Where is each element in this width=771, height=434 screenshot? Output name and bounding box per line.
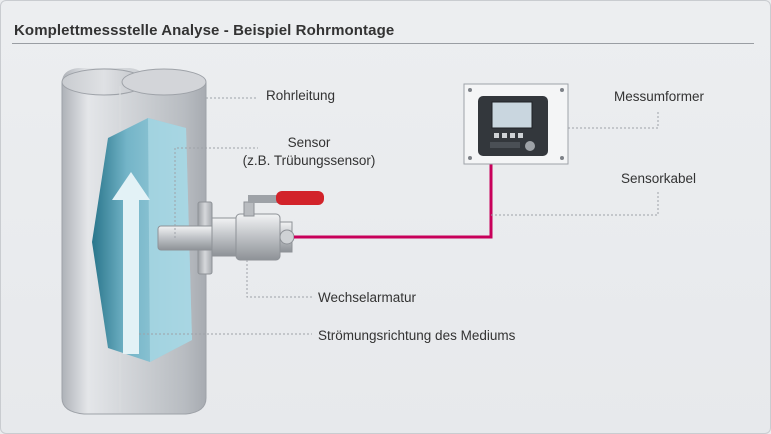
sensor-body bbox=[157, 225, 215, 251]
flow-arrow bbox=[112, 172, 150, 354]
label-flow: Strömungsrichtung des Mediums bbox=[318, 328, 516, 343]
diagram-title: Komplettmessstelle Analyse - Beispiel Ro… bbox=[14, 22, 395, 39]
label-cable: Sensorkabel bbox=[621, 171, 697, 186]
transmitter-leader bbox=[568, 110, 659, 129]
sensor-cable bbox=[294, 158, 493, 239]
fitting-leader bbox=[246, 260, 312, 298]
cable-leader bbox=[491, 192, 659, 216]
label-sensor-example: (z.B. Trübungssensor) bbox=[242, 153, 376, 168]
retractable-fitting bbox=[211, 201, 295, 261]
title-divider bbox=[12, 43, 754, 44]
label-pipe: Rohrleitung bbox=[266, 88, 336, 103]
label-transmitter: Messumformer bbox=[614, 89, 705, 104]
sensor-leader bbox=[174, 147, 258, 238]
valve-handle bbox=[248, 191, 324, 205]
transmitter bbox=[463, 83, 569, 165]
label-fitting: Wechselarmatur bbox=[318, 290, 417, 305]
label-sensor: Sensor bbox=[287, 135, 331, 150]
